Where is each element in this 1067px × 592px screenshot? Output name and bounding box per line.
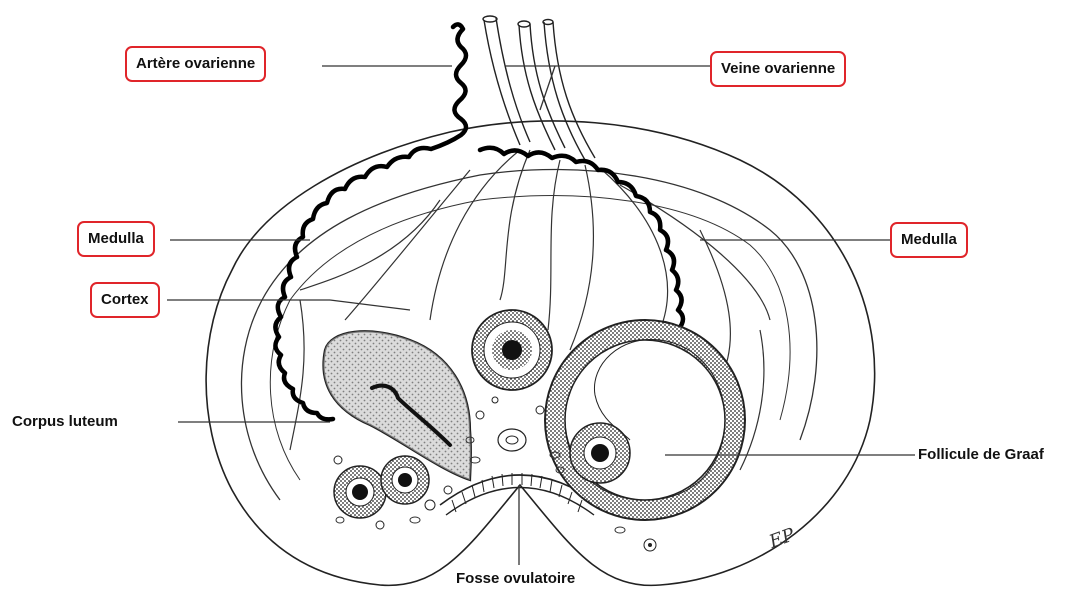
label-corpus-luteum: Corpus luteum [12, 413, 118, 431]
label-artere-ovarienne: Artère ovarienne [125, 46, 266, 82]
graafian-follicle [545, 320, 745, 551]
label-medulla-right: Medulla [890, 222, 968, 258]
label-medulla-left: Medulla [77, 221, 155, 257]
label-fosse-ovulatoire: Fosse ovulatoire [456, 570, 575, 588]
label-follicule-de-graaf: Follicule de Graaf [918, 446, 1044, 464]
artist-signature: EP [766, 524, 799, 553]
secondary-follicle [472, 310, 552, 451]
primary-follicles [334, 456, 452, 529]
label-cortex: Cortex [90, 282, 160, 318]
ovarian-veins [483, 16, 595, 160]
label-veine-ovarienne: Veine ovarienne [710, 51, 846, 87]
